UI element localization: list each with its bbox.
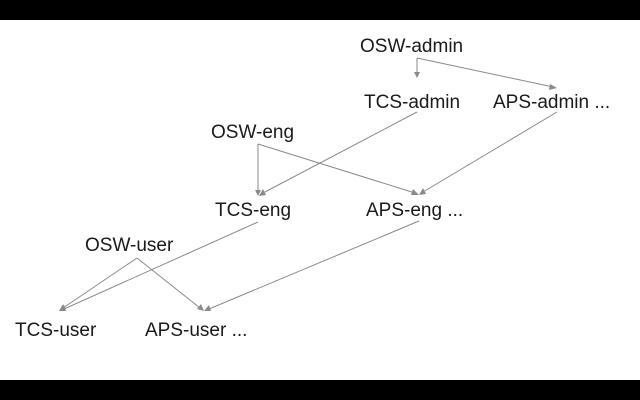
edge-osw-eng-to-aps-eng xyxy=(257,143,419,195)
edges-layer xyxy=(59,57,558,311)
diagram-canvas: OSW-admin TCS-admin APS-admin ... OSW-en… xyxy=(0,20,640,380)
edge-aps-eng-to-aps-user xyxy=(204,220,420,311)
edge-osw-admin-to-aps-admin xyxy=(416,57,557,90)
node-osw-admin: OSW-admin xyxy=(360,36,464,57)
edge-osw-user-to-aps-user xyxy=(136,257,204,311)
edge-tcs-admin-to-tcs-eng xyxy=(259,111,418,196)
edge-tcs-eng-to-tcs-user xyxy=(59,221,259,311)
edge-aps-admin-to-aps-eng xyxy=(419,111,558,195)
node-tcs-admin: TCS-admin xyxy=(364,92,461,113)
edge-osw-eng-to-tcs-eng xyxy=(255,144,261,196)
node-aps-user: APS-user ... xyxy=(145,320,248,341)
node-aps-admin: APS-admin ... xyxy=(493,92,611,113)
edge-osw-admin-to-tcs-admin xyxy=(414,58,420,78)
node-osw-user: OSW-user xyxy=(85,235,174,256)
edge-osw-user-to-tcs-user xyxy=(59,257,138,311)
node-tcs-user: TCS-user xyxy=(15,320,97,341)
node-aps-eng: APS-eng ... xyxy=(366,200,464,221)
node-tcs-eng: TCS-eng xyxy=(215,200,292,221)
node-osw-eng: OSW-eng xyxy=(211,122,295,143)
